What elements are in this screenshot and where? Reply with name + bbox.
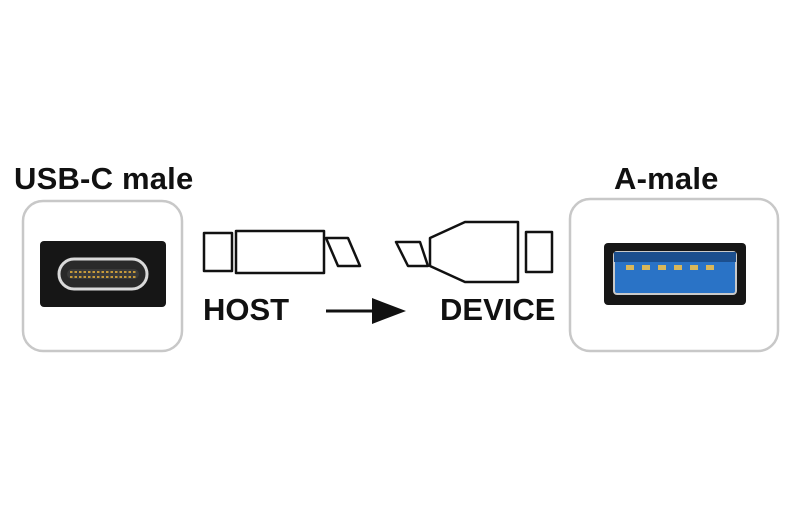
a-male-label: A-male	[614, 161, 719, 196]
arrow-right-icon	[326, 298, 406, 324]
usb-c-plug-icon	[21, 199, 184, 353]
usb-c-male-label: USB-C male	[14, 161, 194, 196]
usb-a-connector-outline-icon	[394, 220, 554, 284]
device-label: DEVICE	[440, 292, 556, 327]
usb-c-connector-outline-icon	[202, 229, 362, 275]
usb-a-plug-icon	[568, 197, 780, 353]
host-label: HOST	[203, 292, 290, 327]
